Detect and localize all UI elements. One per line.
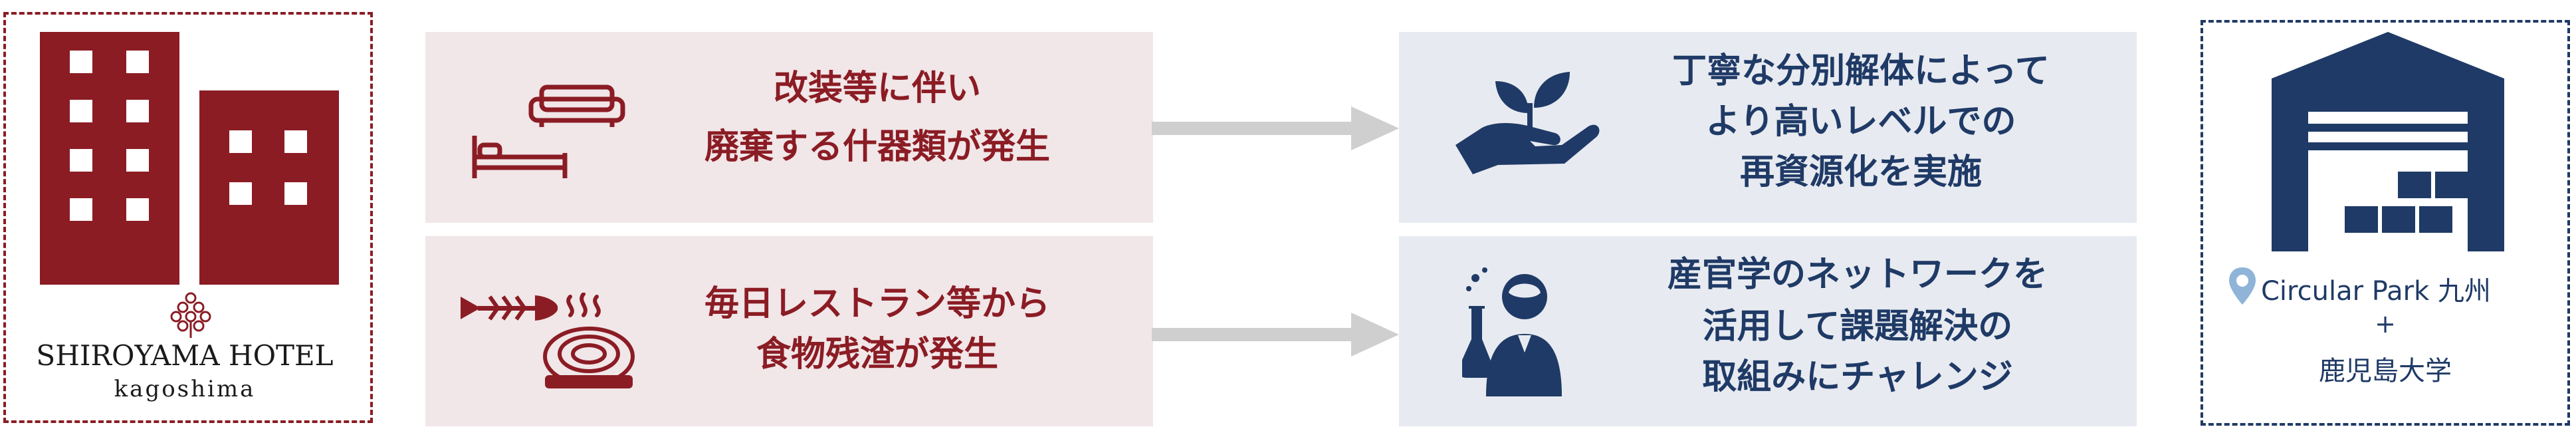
location-pin-icon — [2229, 267, 2256, 305]
action-line: 取組みにチャレンジ — [1702, 357, 2013, 397]
circular-park-label: Circular Park 九州 — [2261, 276, 2491, 307]
arrow-icon — [1152, 313, 1399, 357]
issue-panel-food — [425, 236, 1153, 426]
sofa-icon — [528, 84, 625, 127]
issue-line: 改装等に伴い — [773, 69, 981, 108]
bed-icon — [472, 136, 568, 178]
fish-bone-icon — [461, 295, 558, 321]
plus-sign: + — [2375, 309, 2396, 339]
hand-sprout-icon — [1455, 72, 1600, 174]
hotel-name: SHIROYAMA HOTEL — [36, 339, 334, 372]
scientist-icon — [1462, 267, 1562, 396]
action-line: 産官学のネットワークを — [1667, 255, 2048, 295]
arrow-icon — [1152, 106, 1399, 150]
action-line: 丁寧な分別解体によって — [1672, 51, 2050, 91]
issue-line: 廃棄する什器類が発生 — [704, 127, 1050, 167]
hotel-building-icon — [40, 32, 339, 285]
action-line: 再資源化を実施 — [1739, 152, 1982, 192]
issue-line: 食物残渣が発生 — [756, 335, 998, 374]
university-label: 鹿児島大学 — [2319, 356, 2452, 386]
warehouse-icon — [2272, 32, 2504, 251]
hotel-emblem-icon — [170, 292, 211, 338]
partner-box — [2200, 20, 2570, 426]
food-waste-plate-icon — [543, 293, 635, 388]
issue-line: 毎日レストラン等から — [704, 284, 1050, 324]
action-line: 活用して課題解決の — [1702, 307, 2013, 347]
hotel-box — [3, 12, 373, 423]
action-line: より高いレベルでの — [1705, 102, 2016, 142]
hotel-subname: kagoshima — [114, 376, 256, 402]
issue-panel-furniture — [425, 32, 1153, 223]
